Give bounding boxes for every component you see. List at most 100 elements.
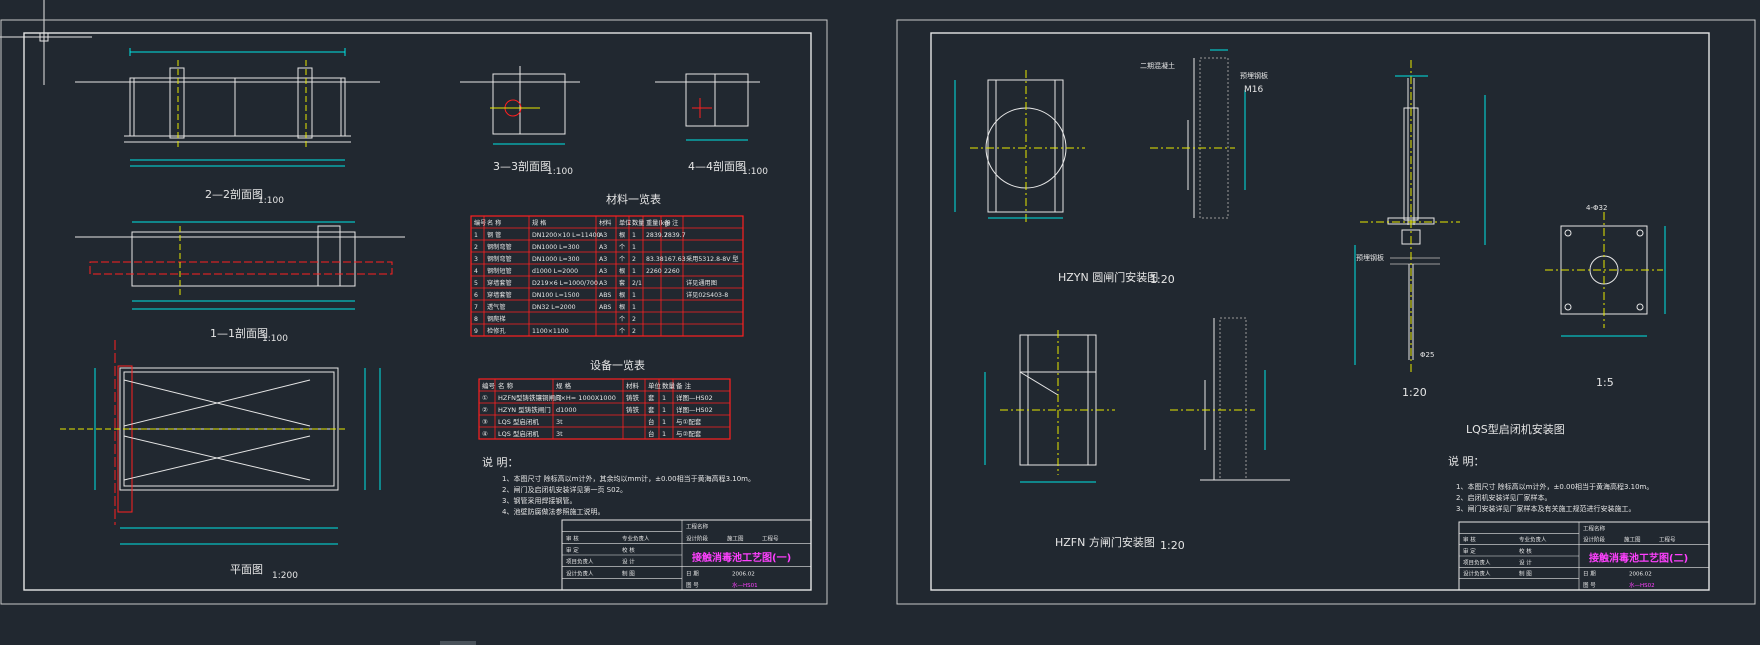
table-cell: ① (482, 394, 488, 402)
section-2-2-label: 2—2剖面图 (205, 187, 263, 201)
title-block-cell: 设计负责人 (1463, 570, 1491, 578)
table-cell: 钢制弯管 (487, 243, 512, 251)
title-block-cell: 日 期 (686, 570, 699, 577)
title-block-cell: 专业负责人 (622, 534, 650, 542)
equipment-table-title: 设备一览表 (590, 358, 645, 372)
horizontal-scroll-thumb[interactable] (440, 641, 476, 645)
table-cell: 1 (632, 232, 636, 239)
sheet-1-notes-title: 说 明： (482, 455, 519, 469)
table-cell: D219×6 L=1000/700 (532, 280, 598, 287)
table-cell: 套 (648, 393, 655, 402)
title-block-cell: 工程号 (1659, 536, 1676, 544)
section-2-2-scale: 1:100 (258, 196, 284, 206)
table-header-cell: 备 注 (676, 381, 692, 390)
hzyn-bolt-note: M16 (1244, 85, 1263, 95)
lqs-view-label: LQS型启闭机安装图 (1466, 422, 1565, 436)
table-cell: 根 (619, 267, 625, 275)
table-cell: 与①配套 (676, 417, 702, 426)
table-header-cell: 编号 (474, 219, 486, 227)
drawing-date: 2006.02 (732, 571, 755, 577)
material-table-title: 材料一览表 (606, 192, 661, 206)
lqs-elevation-scale: 1:20 (1402, 386, 1427, 399)
table-cell: 根 (619, 303, 625, 311)
table-cell: 详见通用图 (686, 279, 717, 287)
table-cell: 2 (632, 316, 636, 323)
table-cell: 根 (619, 231, 625, 239)
sheet-1-title-block: 工程名称设计阶段施工图工程号审 核专业负责人审 定校 核项目负责人设 计设计负责… (561, 519, 812, 591)
hzfn-view-label: HZFN 方闸门安装图 (1055, 535, 1155, 549)
table-cell: 3 (474, 256, 478, 263)
note-line: 2、启闭机安装详见厂家样本。 (1456, 493, 1551, 502)
table-cell: 5 (474, 280, 478, 287)
hzfn-gate-side-view (1170, 317, 1290, 481)
table-header-cell: 备 注 (664, 219, 678, 227)
table-cell: 钢爬梯 (487, 315, 506, 323)
hzfn-gate-front-view (984, 330, 1115, 483)
title-block-cell: 项目负责人 (566, 558, 594, 566)
table-header-cell: 名 称 (487, 219, 501, 227)
table-cell: 2 (632, 328, 636, 335)
table-cell: ABS (599, 304, 611, 311)
hzyn-gate-front-view (954, 70, 1085, 225)
table-cell: A3 (599, 256, 607, 263)
title-block-cell: 制 图 (622, 569, 635, 577)
table-cell: HZFN型铸铁镶铜闸门 (498, 393, 561, 402)
table-cell: 检修孔 (487, 327, 506, 335)
drawing-sheet-number: 水—HS01 (732, 581, 758, 589)
hzyn-view-scale: 1:20 (1150, 273, 1175, 286)
note-line: 3、闸门安装详见厂家样本及有关施工规范进行安装施工。 (1456, 504, 1635, 513)
section-1-1-label: 1—1剖面图 (210, 326, 268, 340)
title-block-cell: 审 核 (1463, 536, 1476, 544)
table-cell: 7 (474, 304, 478, 311)
title-block-cell: 设 计 (1519, 558, 1532, 566)
table-cell: 铸铁 (626, 405, 640, 414)
table-cell: 采用5312.8-8V 型 (686, 255, 739, 263)
title-block-cell: 项目负责人 (1463, 558, 1491, 566)
plan-view-scale: 1:200 (272, 571, 298, 581)
table-cell: 1 (632, 268, 636, 275)
table-header-cell: 数量 (662, 381, 676, 390)
note-line: 1、本图尺寸 除标高以m计外，其余均以mm计，±0.00相当于黄海高程3.10m… (502, 474, 755, 483)
table-cell: 1 (662, 418, 666, 426)
table-cell: 钢制短管 (487, 267, 512, 275)
title-block-cell: 审 定 (1463, 547, 1476, 555)
table-cell: DN1000 L=300 (532, 244, 580, 251)
table-cell: d1000 L=2000 (532, 268, 578, 275)
table-cell: 1 (632, 292, 636, 299)
sheet-2-notes: 1、本图尺寸 除标高以m计外，±0.00相当于黄海高程3.10m。2、启闭机安装… (1456, 482, 1653, 513)
table-cell: A3 (599, 268, 607, 275)
title-block-cell: 施工图 (1624, 536, 1641, 544)
table-cell: d1000 (556, 406, 577, 414)
section-2-2-drawing (75, 48, 380, 167)
title-block-cell: 设计阶段 (1583, 536, 1606, 544)
table-cell: 2260 (664, 268, 680, 275)
table-cell: 6 (474, 292, 478, 299)
table-frame (478, 378, 731, 440)
table-cell: 详图—HS02 (676, 393, 713, 402)
hzfn-view-scale: 1:20 (1160, 539, 1185, 552)
section-3-3-scale: 1:100 (547, 167, 573, 177)
table-cell: HZYN 型铸铁闸门 (498, 405, 551, 414)
table-cell: 3t (556, 430, 563, 438)
table-cell: 2 (632, 256, 636, 263)
table-cell: 167.63 (664, 256, 686, 263)
title-block-cell: 设计阶段 (686, 534, 709, 542)
table-cell: 3t (556, 418, 563, 426)
title-block-cell: 设计负责人 (566, 569, 594, 577)
table-cell: 1 (632, 244, 636, 251)
table-cell: A3 (599, 232, 607, 239)
table-cell: 个 (619, 256, 625, 263)
crosshair-cursor-icon (0, 0, 92, 85)
section-3-3-drawing (460, 66, 580, 145)
table-cell: 与②配套 (676, 429, 702, 438)
table-cell: 2260 (646, 268, 662, 275)
table-cell: B×H= 1000X1000 (556, 394, 616, 402)
table-header-cell: 材料 (599, 219, 611, 227)
title-block-cell: 施工图 (727, 534, 744, 542)
title-block-cell: 工程名称 (686, 523, 709, 531)
lqs-plate-note: 预埋钢板 (1356, 253, 1384, 262)
section-4-4-drawing (655, 73, 760, 141)
